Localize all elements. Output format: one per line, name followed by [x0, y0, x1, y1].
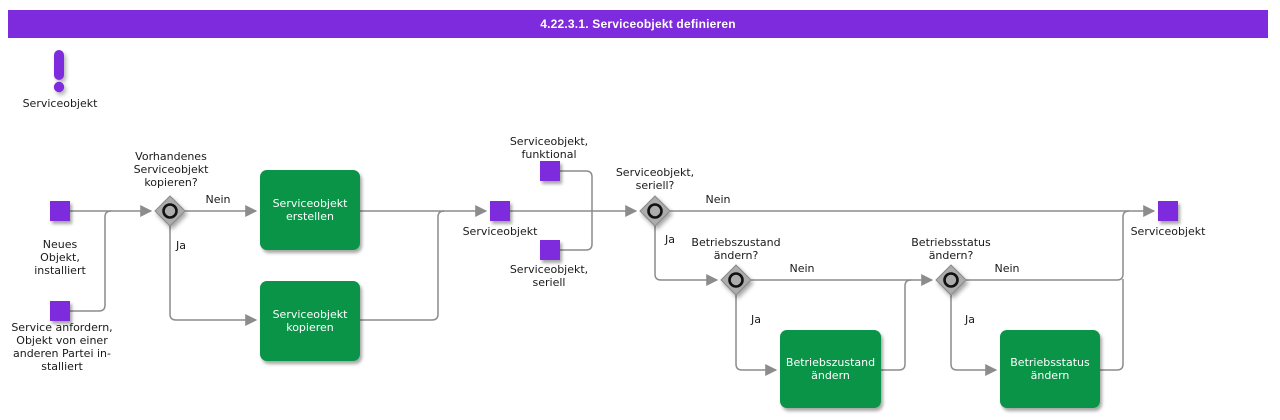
task-betriebszustand-aendern: Betriebszustand ändern — [780, 330, 881, 408]
legend-serviceobjekt-label: Serviceobjekt — [22, 97, 98, 110]
event-end-serviceobjekt — [1158, 201, 1178, 221]
gateway-betriebsstatus-yes-label: Ja — [965, 313, 975, 326]
gateway-kopieren-no-label: Nein — [205, 193, 231, 206]
gateway-betriebsstatus-diamond — [935, 264, 967, 296]
gateway-betriebszustand-diamond — [720, 264, 752, 296]
flow-seriell-merge — [560, 211, 593, 251]
event-start-new-label: Neues Objekt, installiert — [34, 238, 86, 277]
event-serviceobjekt-mid — [490, 201, 510, 221]
event-serviceobjekt-mid-label: Serviceobjekt — [462, 225, 538, 238]
task-serviceobjekt-erstellen: Serviceobjekt erstellen — [260, 170, 360, 250]
diagram-title-bar: 4.22.3.1. Serviceobjekt definieren — [8, 10, 1268, 38]
flow-status-merge — [1100, 279, 1124, 371]
gateway-betriebszustand-no-label: Nein — [789, 262, 815, 275]
gateway-betriebszustand-yes-label: Ja — [751, 313, 761, 326]
flow-gw4-ja-to-status — [950, 295, 998, 376]
flow-zustand-merge — [881, 279, 912, 371]
event-start-request-label: Service anfordern, Objekt von einer ande… — [11, 321, 113, 373]
task-betriebsstatus-aendern: Betriebsstatus ändern — [1000, 330, 1100, 408]
exclamation-icon — [53, 50, 65, 93]
flow-gw3-ja-to-zustand — [735, 295, 778, 376]
gateway-kopieren-yes-label: Ja — [176, 239, 186, 252]
event-funktional-label: Serviceobjekt, funktional — [509, 135, 589, 161]
gateway-kopieren-question: Vorhandenes Serviceobjekt kopieren? — [133, 150, 209, 189]
event-end-label: Serviceobjekt — [1130, 225, 1206, 238]
gateway-seriell-no-label: Nein — [705, 193, 731, 206]
gateway-seriell-question: Serviceobjekt, seriell? — [615, 166, 695, 192]
flow-gw2-ja-to-gw3 — [654, 226, 719, 286]
flow-start-request-merge — [70, 210, 112, 312]
flow-gw4-nein-merge — [966, 210, 1130, 281]
task-serviceobjekt-kopieren: Serviceobjekt kopieren — [260, 281, 360, 361]
flow-funktional-merge — [560, 170, 593, 211]
event-serviceobjekt-seriell — [540, 240, 560, 260]
sequence-flows — [70, 170, 1156, 376]
gateway-betriebszustand-question: Betriebszustand ändern? — [691, 236, 781, 262]
gateway-seriell-diamond — [639, 195, 671, 227]
gateway-kopieren-diamond — [154, 195, 186, 227]
gateway-betriebsstatus-no-label: Nein — [994, 262, 1020, 275]
gateway-seriell-yes-label: Ja — [665, 233, 675, 246]
diagram-title: 4.22.3.1. Serviceobjekt definieren — [540, 17, 736, 31]
event-serviceobjekt-funktional — [540, 161, 560, 181]
event-start-new — [50, 201, 70, 221]
flow-gw1-ja-to-kopieren — [169, 226, 258, 326]
event-start-request — [50, 301, 70, 321]
event-seriell-label: Serviceobjekt, seriell — [509, 263, 589, 289]
flow-kopieren-merge — [360, 210, 445, 321]
gateway-betriebsstatus-question: Betriebsstatus ändern? — [911, 236, 991, 262]
